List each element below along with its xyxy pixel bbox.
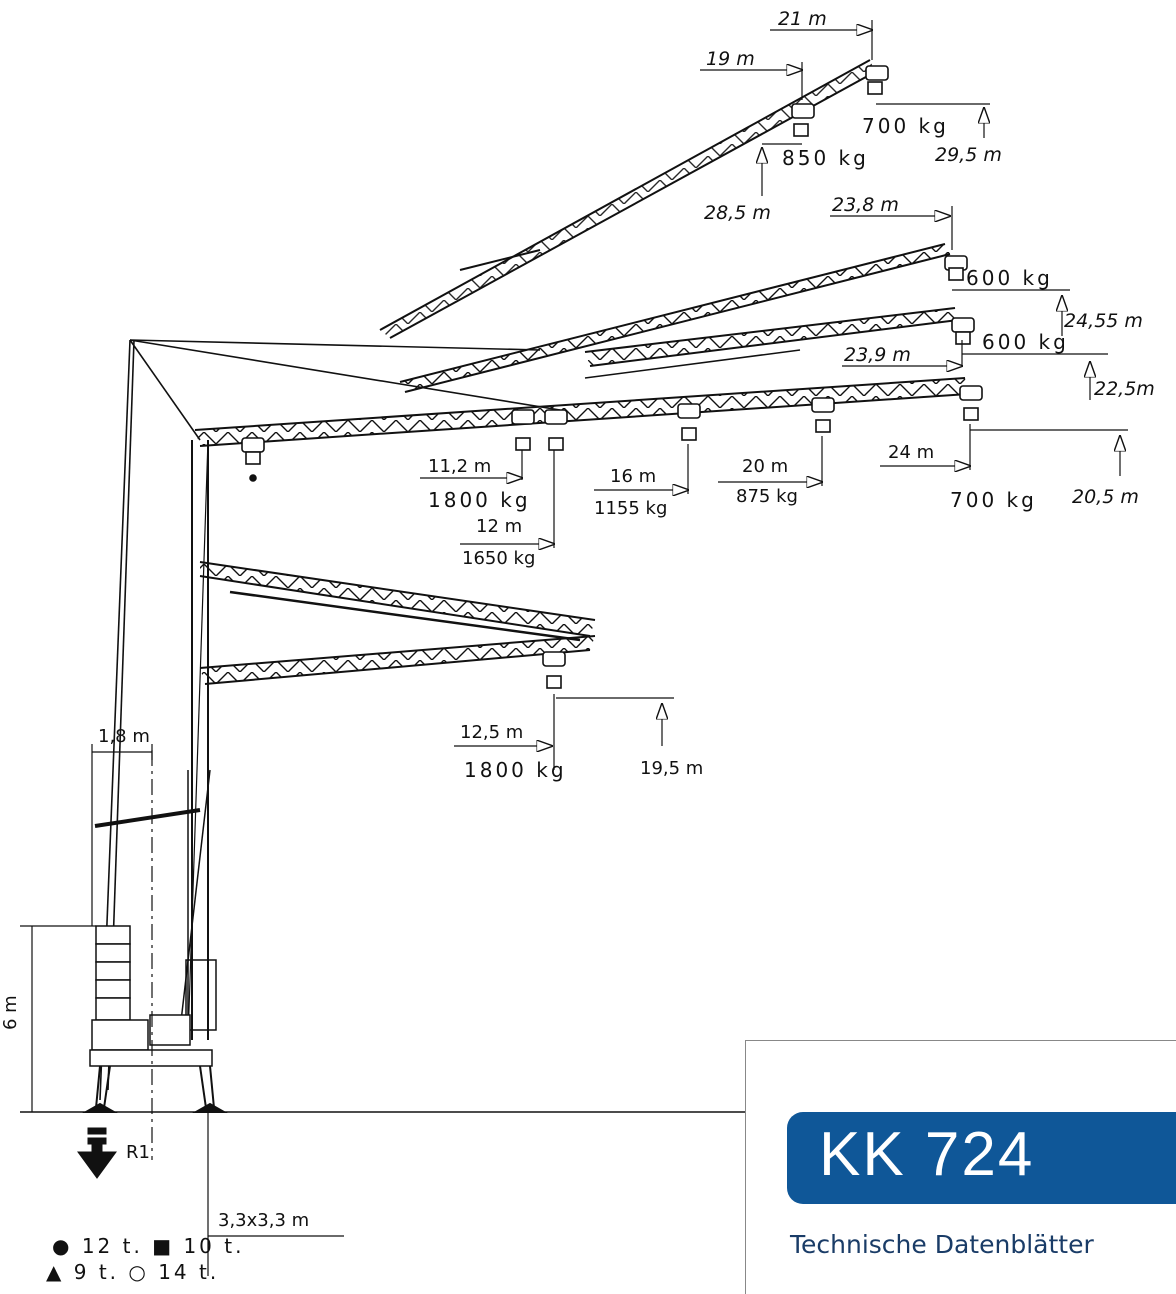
load-1800-a-label: 1800 kg [428,488,531,512]
jib-folded [199,561,596,685]
legend-row-1: ● 12 t. ■ 10 t. [52,1236,244,1256]
reaction-arrow-icon [77,1127,117,1179]
width-1-8-label: 1,8 m [98,726,150,747]
model-title: KK 724 [819,1120,1035,1189]
hook-icon [951,317,975,345]
height-28-5-label: 28,5 m [704,202,771,224]
radius-11-2-label: 11,2 m [428,456,492,477]
load-1155-label: 1155 kg [594,498,668,519]
dimension-lines [20,20,1128,1276]
track-icon: ▲ [46,1260,65,1284]
height-19-5-label: 19,5 m [640,758,704,779]
radius-23-9-label: 23,9 m [844,344,911,366]
guy-lines [94,339,561,1101]
hook-icon [811,397,835,433]
hook-icon [544,409,568,451]
hooks [241,65,983,689]
hook-icon [944,255,968,281]
radius-12-5-label: 12,5 m [460,722,524,743]
radius-23-8-label: 23,8 m [832,194,899,216]
hook-icon [677,403,701,441]
jib-upper [399,243,951,393]
hook-icon [542,651,566,689]
height-29-5-label: 29,5 m [935,144,1002,166]
filled-dot-icon: ● [52,1234,73,1258]
jib-middle [584,307,959,379]
legend-12t: 12 t. [81,1234,143,1258]
height-20-5-label: 20,5 m [1072,486,1139,508]
filled-square-icon: ■ [152,1234,175,1258]
legend-10t: 10 t. [183,1234,245,1258]
outriggers [82,1065,228,1113]
load-875-label: 875 kg [736,486,798,507]
load-1800-b-label: 1800 kg [464,758,567,782]
radius-12-label: 12 m [476,516,523,537]
radius-19-label: 19 m [706,48,755,70]
hook-icon [241,437,265,482]
jib-main [194,377,969,447]
legend-14t: 14 t. [158,1260,220,1284]
counterweight [89,925,213,1067]
radius-20-label: 20 m [742,456,789,477]
radius-24-label: 24 m [888,442,935,463]
load-600-b-label: 600 kg [982,330,1069,354]
load-700-b-label: 700 kg [950,488,1037,512]
legend-9t: 9 t. [73,1260,120,1284]
base-size-label: 3,3x3,3 m [218,1210,310,1231]
reaction-r1-label: R1 [126,1142,150,1163]
legend-row-2: ▲ 9 t. ○ 14 t. [46,1262,219,1282]
load-700-top-label: 700 kg [862,114,949,138]
document-subtitle: Technische Datenblätter [790,1230,1094,1259]
radius-21-label: 21 m [778,8,827,30]
open-circle-icon: ○ [128,1260,149,1284]
hook-icon [865,65,889,95]
height-24-55-label: 24,55 m [1064,310,1143,332]
height-22-5-label: 22,5m [1094,378,1155,400]
hook-icon [959,385,983,421]
tower [179,439,217,1041]
hook-icon [791,103,815,137]
load-1650-label: 1650 kg [462,548,536,569]
hook-icon [511,409,535,451]
model-badge: KK 724 [787,1112,1176,1204]
radius-16-label: 16 m [610,466,657,487]
height-6-label: 6 m [0,995,21,1030]
jib-steep [379,59,876,339]
load-850-label: 850 kg [782,146,869,170]
load-600-a-label: 600 kg [966,266,1053,290]
